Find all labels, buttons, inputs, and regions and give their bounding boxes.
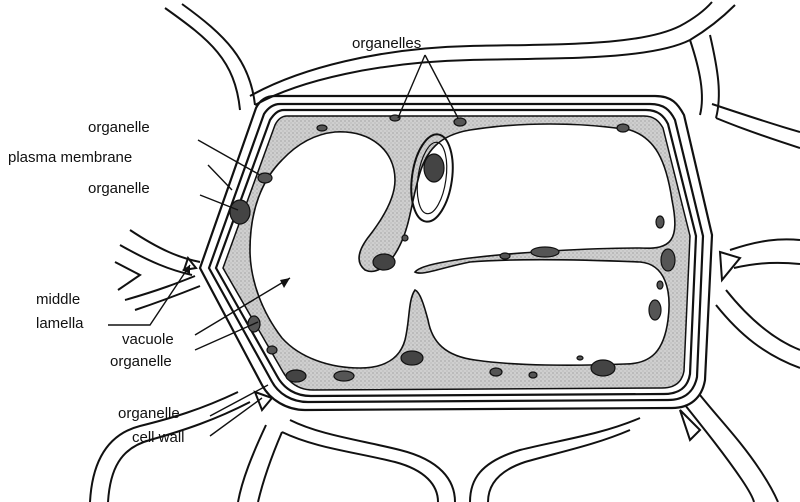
- label-organelle-lower: organelle: [110, 353, 172, 370]
- nucleus: [424, 154, 444, 182]
- label-vacuole: vacuole: [122, 331, 174, 348]
- label-organelles: organelles: [352, 35, 421, 52]
- label-lamella: lamella: [36, 315, 84, 332]
- label-organelle-upper: organelle: [88, 180, 150, 197]
- vacuole: [250, 124, 675, 368]
- label-middle: middle: [36, 291, 80, 308]
- label-organelle-top: organelle: [88, 119, 150, 136]
- label-organelle-bottom: organelle: [118, 405, 180, 422]
- label-cell-wall: cell wall: [132, 429, 185, 446]
- label-plasma-membrane: plasma membrane: [8, 149, 132, 166]
